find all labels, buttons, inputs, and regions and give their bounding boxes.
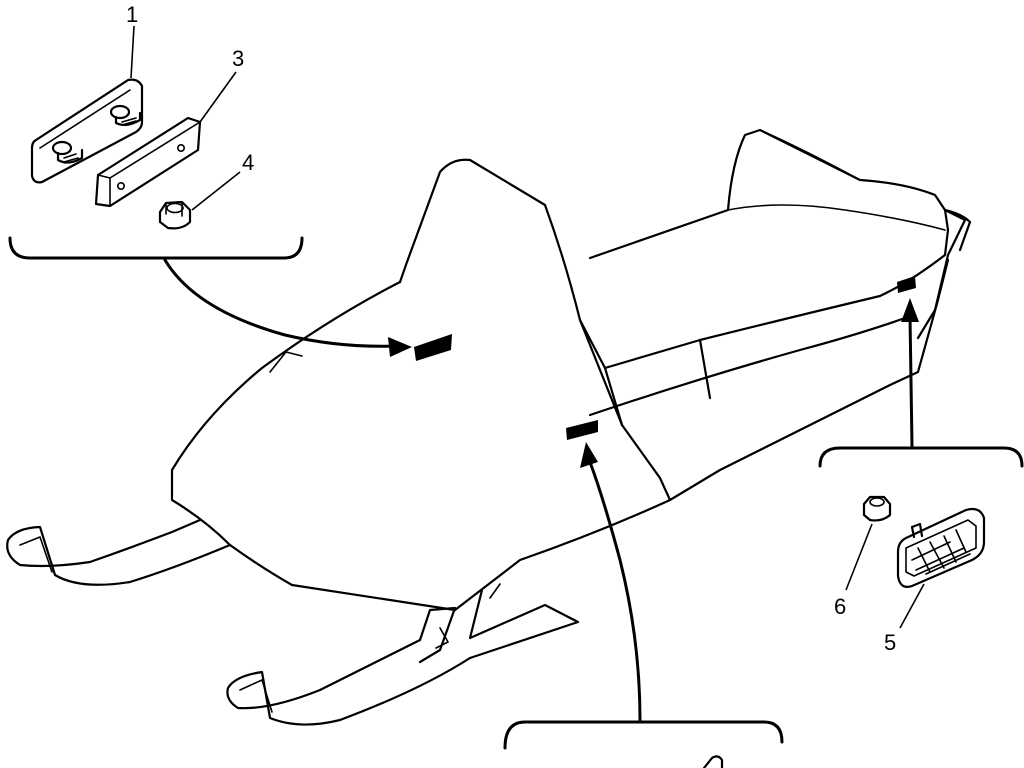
reflector-lens-hatch (911, 529, 971, 575)
nut-part (158, 200, 192, 230)
rear-reflector-part (896, 507, 986, 588)
leader-side-front (588, 460, 642, 722)
stud-left (51, 140, 84, 164)
arrowhead-hood (388, 337, 412, 357)
ski-right (226, 638, 472, 726)
reflector-strip-part (94, 116, 202, 208)
ski-spindle (418, 588, 580, 664)
bracket-bottom (503, 720, 784, 750)
ski-left-tip (19, 536, 53, 573)
reflector-location-side-front (566, 420, 598, 440)
reflector-location-side-rear (897, 276, 916, 293)
parts-group-top-left: 1 3 4 (8, 2, 412, 357)
ski-right-tip (239, 679, 273, 713)
stud-right (109, 104, 142, 127)
callout-6: 6 (834, 594, 846, 619)
small-nut-part (862, 495, 892, 522)
seat-front-ridge (727, 204, 946, 231)
callout-3: 3 (232, 46, 244, 71)
arrowhead-side-front (580, 442, 598, 468)
seat (588, 128, 950, 370)
callout-5: 5 (884, 630, 896, 655)
arrowhead-rear (901, 298, 919, 322)
reflector-location-hood (414, 334, 452, 361)
leader-rear (908, 314, 914, 448)
side-panel-stripe (588, 316, 907, 417)
ski-left (6, 518, 232, 586)
snowmobile-illustration (6, 128, 972, 726)
rear-bumper (943, 208, 972, 252)
leader-hood (163, 258, 397, 348)
callout-1: 1 (126, 2, 138, 27)
hood-side-edge (453, 423, 672, 612)
ski-spindle-detail (435, 583, 501, 649)
side-panel-upper (578, 318, 712, 427)
parts-group-bottom (503, 442, 784, 768)
parts-group-right: 6 5 (818, 298, 1024, 655)
side-panel-lower (668, 258, 950, 502)
reflector-plate-part (30, 78, 144, 184)
hood (170, 280, 457, 612)
callout-4: 4 (242, 150, 254, 175)
tunnel-rear (916, 208, 967, 340)
partial-part-bottom (702, 755, 724, 768)
windshield (398, 158, 624, 427)
hood-vent (269, 351, 303, 373)
bracket-top-left (8, 236, 304, 260)
seat-top-ridge (759, 129, 861, 181)
bracket-right (818, 446, 1024, 468)
